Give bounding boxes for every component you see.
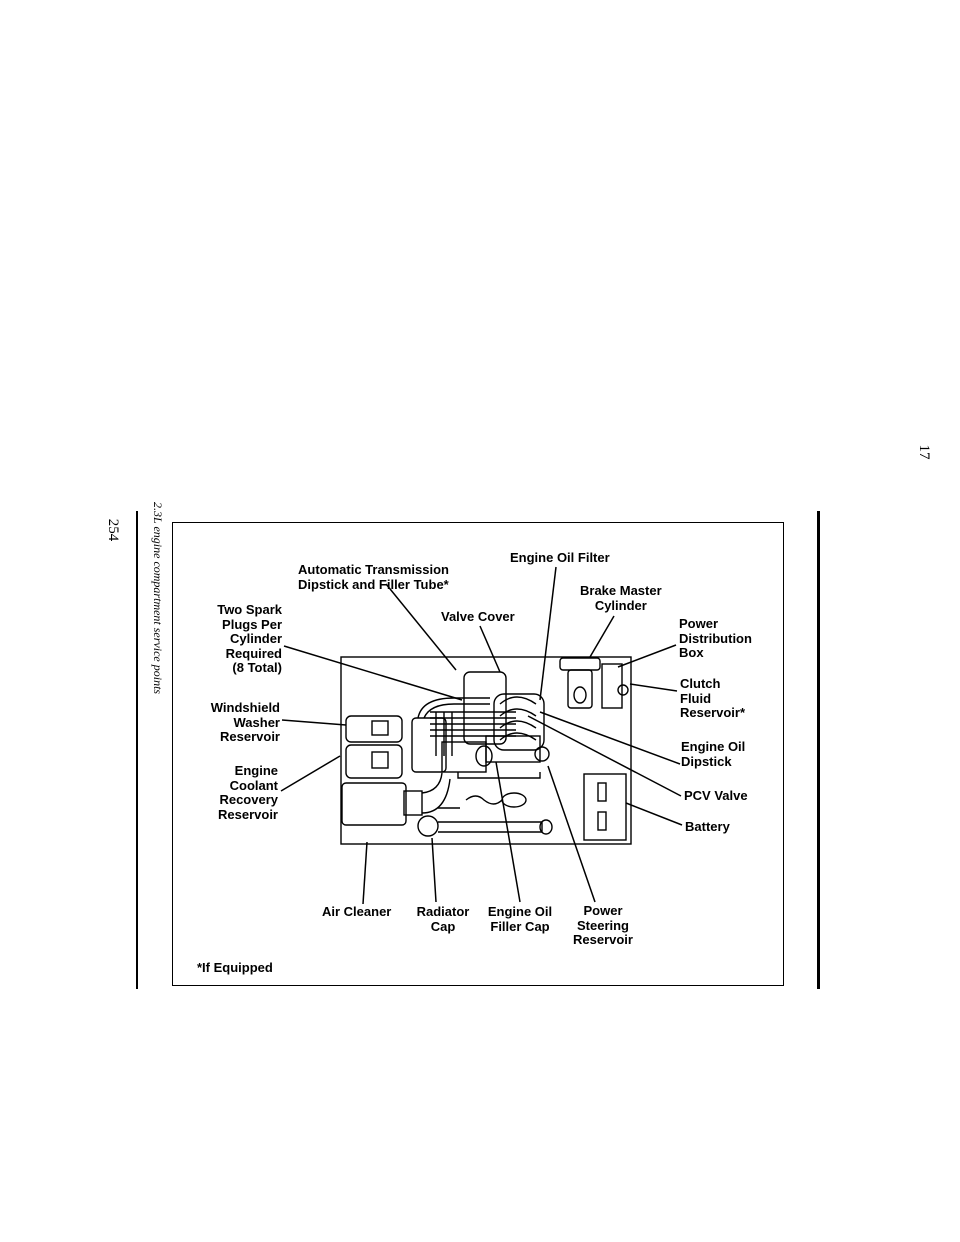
label-two-spark-plugs: Two Spark Plugs Per Cylinder Required (8… [217,602,282,675]
label-brake-master-cylinder: Brake Master Cylinder [580,583,662,613]
air-cleaner-shape [341,772,451,826]
engine-block-shape [441,741,541,779]
brake-master-shape [559,657,629,709]
label-windshield-washer-reservoir: Windshield Washer Reservoir [210,700,280,744]
label-air-cleaner: Air Cleaner [322,904,392,919]
right-rule [817,511,820,989]
coolant-reservoir-shape [345,744,403,779]
label-power-steering-reservoir: Power Steering Reservoir [573,903,633,947]
label-auto-trans-dipstick: Automatic Transmission Dipstick and Fill… [298,562,449,592]
label-clutch-fluid-reservoir: Clutch Fluid Reservoir* [680,676,746,720]
washer-reservoir-shape [345,715,403,743]
label-valve-cover: Valve Cover [441,609,515,624]
radiator-shape [417,792,553,837]
intake-ducting-shape [411,697,490,773]
label-power-distribution-box: Power Distribution Box [679,616,752,660]
label-battery: Battery [685,819,730,834]
label-engine-oil-filler-cap: Engine Oil Filler Cap [487,904,553,934]
leader-lines [280,566,683,905]
label-pcv-valve: PCV Valve [684,788,748,803]
label-engine-oil-filter: Engine Oil Filter [510,550,610,565]
label-engine-oil-dipstick: Engine Oil Dipstick [681,739,746,769]
valve-cover-shape [463,671,545,763]
power-steering-shape [534,746,550,762]
label-if-equipped-note: *If Equipped [197,960,273,975]
figure-frame [172,522,784,986]
battery-shape [583,773,627,841]
compartment-outline [340,656,632,845]
spark-wires-shape [430,711,516,756]
label-engine-coolant-reservoir: Engine Coolant Recovery Reservoir [218,763,278,822]
label-radiator-cap: Radiator Cap [416,904,470,934]
left-rule [136,511,138,989]
